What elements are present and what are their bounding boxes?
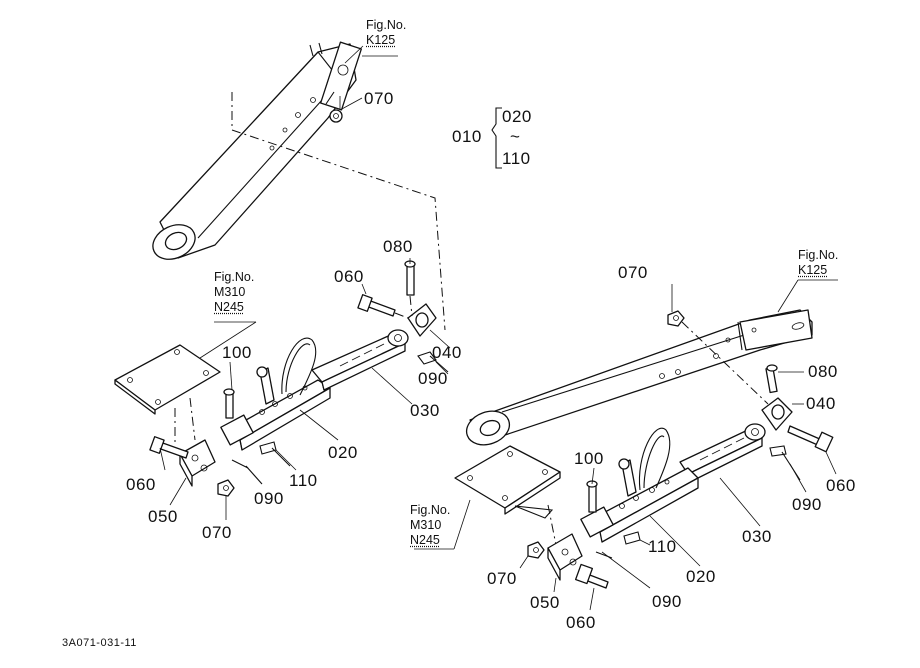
label-left-050: 050 <box>148 507 178 526</box>
fig-ref-title: Fig.No. <box>798 248 839 262</box>
label-right-030: 030 <box>742 527 772 546</box>
label-top-070: 070 <box>364 89 394 108</box>
fig-ref-left-m310: Fig.No. M310 N245 <box>214 270 254 315</box>
fig-ref-number: M310 <box>214 285 246 299</box>
fig-ref-title: Fig.No. <box>366 18 407 32</box>
label-left-060: 060 <box>126 475 156 494</box>
label-right-020: 020 <box>686 567 716 586</box>
label-left-080: 080 <box>383 237 413 256</box>
label-right-040: 040 <box>806 394 836 413</box>
assembly-from-number: 020 <box>502 107 532 126</box>
label-left-090: 090 <box>254 489 284 508</box>
label-right-090: 090 <box>652 592 682 611</box>
label-right-080: 080 <box>808 362 838 381</box>
drawing-code: 3A071-031-11 <box>62 637 137 649</box>
assembly-to-number: 110 <box>502 149 531 168</box>
fig-ref-right-m310: Fig.No. M310 N245 <box>410 503 450 548</box>
fig-ref-number: K125 <box>366 33 396 47</box>
label-left-090-pin: 090 <box>418 369 448 388</box>
fig-ref-number: M310 <box>410 518 442 532</box>
label-left-070: 070 <box>202 523 232 542</box>
label-left-110: 110 <box>289 471 318 490</box>
fig-ref-right-k125: Fig.No. K125 <box>798 248 838 278</box>
fig-ref-title: Fig.No. <box>410 503 451 517</box>
right-stabilizer-assembly <box>454 309 834 589</box>
connection-line-left <box>231 92 446 331</box>
label-right-070: 070 <box>487 569 517 588</box>
fig-ref-number: N245 <box>214 300 244 314</box>
fig-ref-number: N245 <box>410 533 440 547</box>
label-right-100: 100 <box>574 449 604 468</box>
assembly-brace <box>491 107 502 169</box>
label-right-060: 060 <box>566 613 596 632</box>
label-left-100: 100 <box>222 343 252 362</box>
label-left-060-bolt: 060 <box>334 267 364 286</box>
assembly-parent-number: 010 <box>452 127 482 146</box>
assembly-range-tilde: ~ <box>510 127 521 146</box>
label-left-030: 030 <box>410 401 440 420</box>
top-lower-link-arm <box>152 41 363 260</box>
label-right-050: 050 <box>530 593 560 612</box>
left-stabilizer-assembly <box>114 260 449 497</box>
leader-lines <box>159 45 838 611</box>
label-right-060-bolt: 060 <box>826 476 856 495</box>
fig-ref-top-k125: Fig.No. K125 <box>366 18 406 48</box>
fig-ref-title: Fig.No. <box>214 270 255 284</box>
label-left-040: 040 <box>432 343 462 362</box>
label-right-110: 110 <box>648 537 677 556</box>
label-left-020: 020 <box>328 443 358 462</box>
label-right-090-pin: 090 <box>792 495 822 514</box>
label-right-070-top: 070 <box>618 263 648 282</box>
fig-ref-number: K125 <box>798 263 828 277</box>
